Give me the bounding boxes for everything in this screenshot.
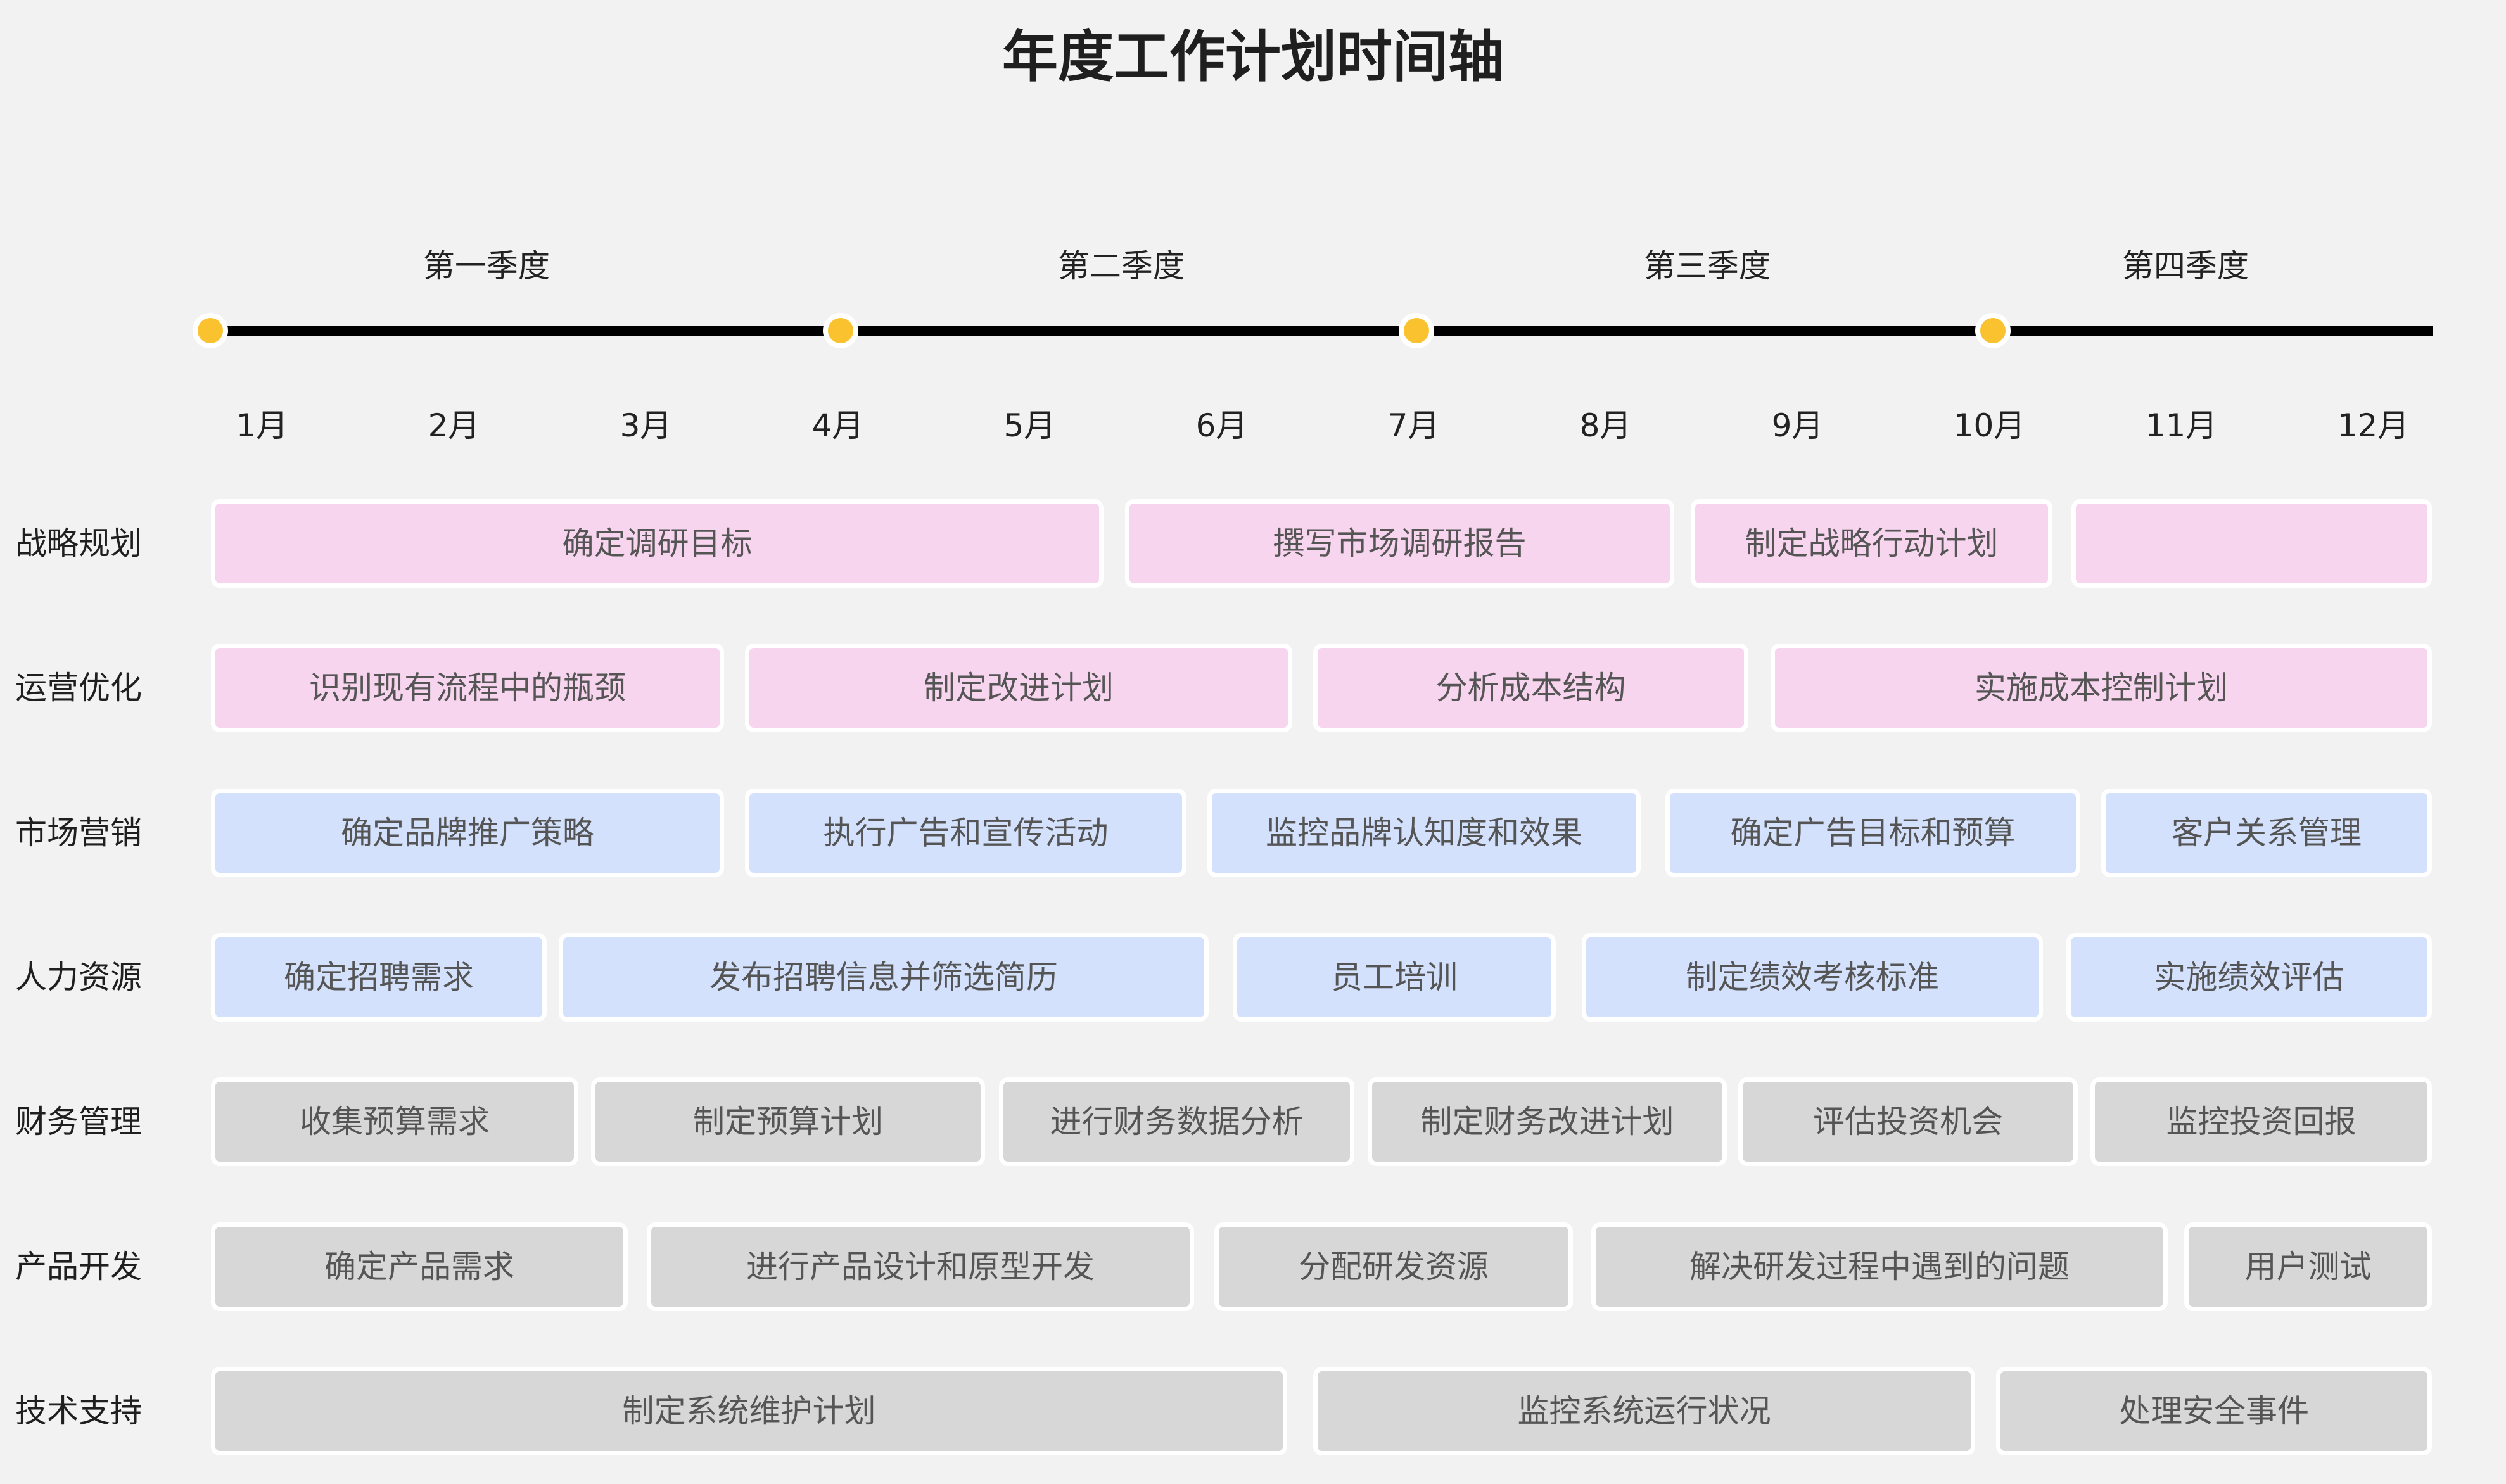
- month-label-11: 11月: [2145, 407, 2218, 444]
- row-label-product: 产品开发: [15, 1248, 142, 1285]
- row-label-tech: 技术支持: [15, 1393, 142, 1430]
- milestone-dot-q1: [193, 313, 228, 348]
- month-label-2: 2月: [428, 407, 480, 444]
- task-operations-4: 实施成本控制计划: [1771, 644, 2432, 732]
- task-finance-2: 制定预算计划: [591, 1077, 985, 1166]
- task-finance-4: 制定财务改进计划: [1368, 1077, 1727, 1166]
- month-label-7: 7月: [1387, 407, 1440, 444]
- milestone-dot-q2: [823, 313, 858, 348]
- month-label-12: 12月: [2337, 407, 2410, 444]
- month-label-3: 3月: [620, 407, 672, 444]
- task-product-2: 进行产品设计和原型开发: [647, 1222, 1194, 1311]
- task-hr-1: 确定招聘需求: [211, 933, 547, 1022]
- task-tech-1: 制定系统维护计划: [211, 1367, 1287, 1455]
- task-operations-3: 分析成本结构: [1313, 644, 1748, 732]
- task-product-1: 确定产品需求: [211, 1222, 628, 1311]
- task-strategy-4: [2071, 499, 2432, 588]
- timeline-axis: [209, 326, 2433, 336]
- task-strategy-3: 制定战略行动计划: [1691, 499, 2052, 588]
- quarter-label-3: 第三季度: [1644, 248, 1771, 284]
- month-label-6: 6月: [1195, 407, 1248, 444]
- task-product-4: 解决研发过程中遇到的问题: [1591, 1222, 2168, 1311]
- task-finance-5: 评估投资机会: [1738, 1077, 2078, 1166]
- quarter-label-4: 第四季度: [2122, 248, 2249, 284]
- task-tech-3: 处理安全事件: [1996, 1367, 2432, 1455]
- task-marketing-4: 确定广告目标和预算: [1665, 789, 2080, 877]
- milestone-dot-q3: [1399, 313, 1434, 348]
- task-finance-6: 监控投资回报: [2090, 1077, 2432, 1166]
- row-label-finance: 财务管理: [15, 1103, 142, 1140]
- task-marketing-2: 执行广告和宣传活动: [745, 789, 1186, 877]
- task-marketing-5: 客户关系管理: [2101, 789, 2432, 877]
- task-operations-1: 识别现有流程中的瓶颈: [211, 644, 724, 732]
- quarter-label-2: 第二季度: [1058, 248, 1185, 284]
- task-product-5: 用户测试: [2184, 1222, 2432, 1311]
- month-label-1: 1月: [236, 407, 288, 444]
- task-hr-4: 制定绩效考核标准: [1582, 933, 2043, 1022]
- milestone-dot-q4: [1975, 313, 2011, 348]
- task-marketing-1: 确定品牌推广策略: [211, 789, 724, 877]
- task-product-3: 分配研发资源: [1214, 1222, 1573, 1311]
- page-title: 年度工作计划时间轴: [1002, 24, 1504, 89]
- row-label-strategy: 战略规划: [15, 525, 142, 562]
- row-label-operations: 运营优化: [15, 669, 142, 706]
- month-label-8: 8月: [1579, 407, 1632, 444]
- row-label-marketing: 市场营销: [15, 815, 142, 851]
- task-marketing-3: 监控品牌认知度和效果: [1207, 789, 1641, 877]
- month-label-5: 5月: [1003, 407, 1056, 444]
- task-hr-3: 员工培训: [1233, 933, 1556, 1022]
- task-strategy-1: 确定调研目标: [211, 499, 1104, 588]
- row-label-hr: 人力资源: [15, 959, 142, 996]
- month-label-4: 4月: [811, 407, 864, 444]
- task-finance-1: 收集预算需求: [211, 1077, 578, 1166]
- task-hr-2: 发布招聘信息并筛选简历: [559, 933, 1209, 1022]
- month-label-9: 9月: [1771, 407, 1824, 444]
- month-label-10: 10月: [1953, 407, 2026, 444]
- task-finance-3: 进行财务数据分析: [999, 1077, 1354, 1166]
- quarter-label-1: 第一季度: [423, 248, 550, 284]
- task-strategy-2: 撰写市场调研报告: [1125, 499, 1674, 588]
- task-operations-2: 制定改进计划: [745, 644, 1292, 732]
- task-hr-5: 实施绩效评估: [2066, 933, 2432, 1022]
- task-tech-2: 监控系统运行状况: [1313, 1367, 1975, 1455]
